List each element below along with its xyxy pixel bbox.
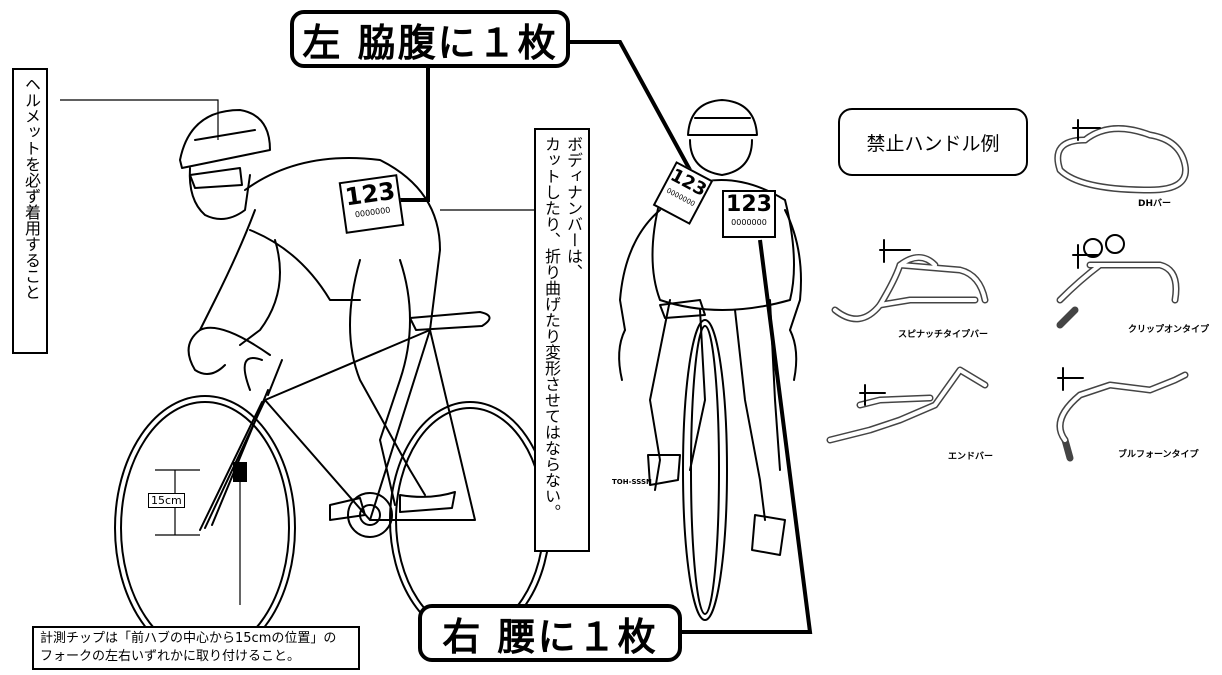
leader-helmet — [60, 99, 219, 140]
left-flank-callout: 左 脇腹に１枚 — [290, 10, 570, 68]
banned-handlebar-title: 禁止ハンドル例 — [838, 108, 1028, 176]
chip-note: 計測チップは「前ハブの中心から15cmの位置」の フォークの左右いずれかに取り付… — [32, 626, 360, 670]
leader-left-flank-rear — [568, 40, 692, 171]
leader-right-waist — [680, 239, 813, 634]
caption-clipon: クリップオンタイプ — [1128, 325, 1210, 335]
timing-chip — [233, 462, 247, 482]
bib-side: 123 0000000 — [338, 174, 405, 234]
caption-spinaci: スピナッチタイプバー — [898, 330, 989, 340]
artist-signature: TOH-SSSN — [612, 478, 652, 486]
side-rider — [179, 109, 456, 521]
end-bar — [826, 366, 989, 444]
body-number-note: ボディナンバーは、 カットしたり、折り曲げたり変形させてはならない。 — [534, 128, 590, 552]
clipon-bar — [1056, 261, 1180, 329]
caption-dh-bar: DHバー — [1138, 199, 1172, 209]
caption-end-bar: エンドバー — [948, 452, 994, 462]
caption-bullhorn: ブルフォーンタイプ — [1118, 450, 1199, 460]
rear-rider — [618, 99, 802, 621]
dh-bar-inner — [1055, 126, 1188, 192]
helmet-note: ヘルメットを必ず着用すること — [12, 68, 48, 354]
measure-label: 15cm — [148, 493, 185, 508]
bib-rear-right: 123 0000000 — [722, 190, 776, 238]
right-waist-callout: 右 腰に１枚 — [418, 604, 682, 662]
